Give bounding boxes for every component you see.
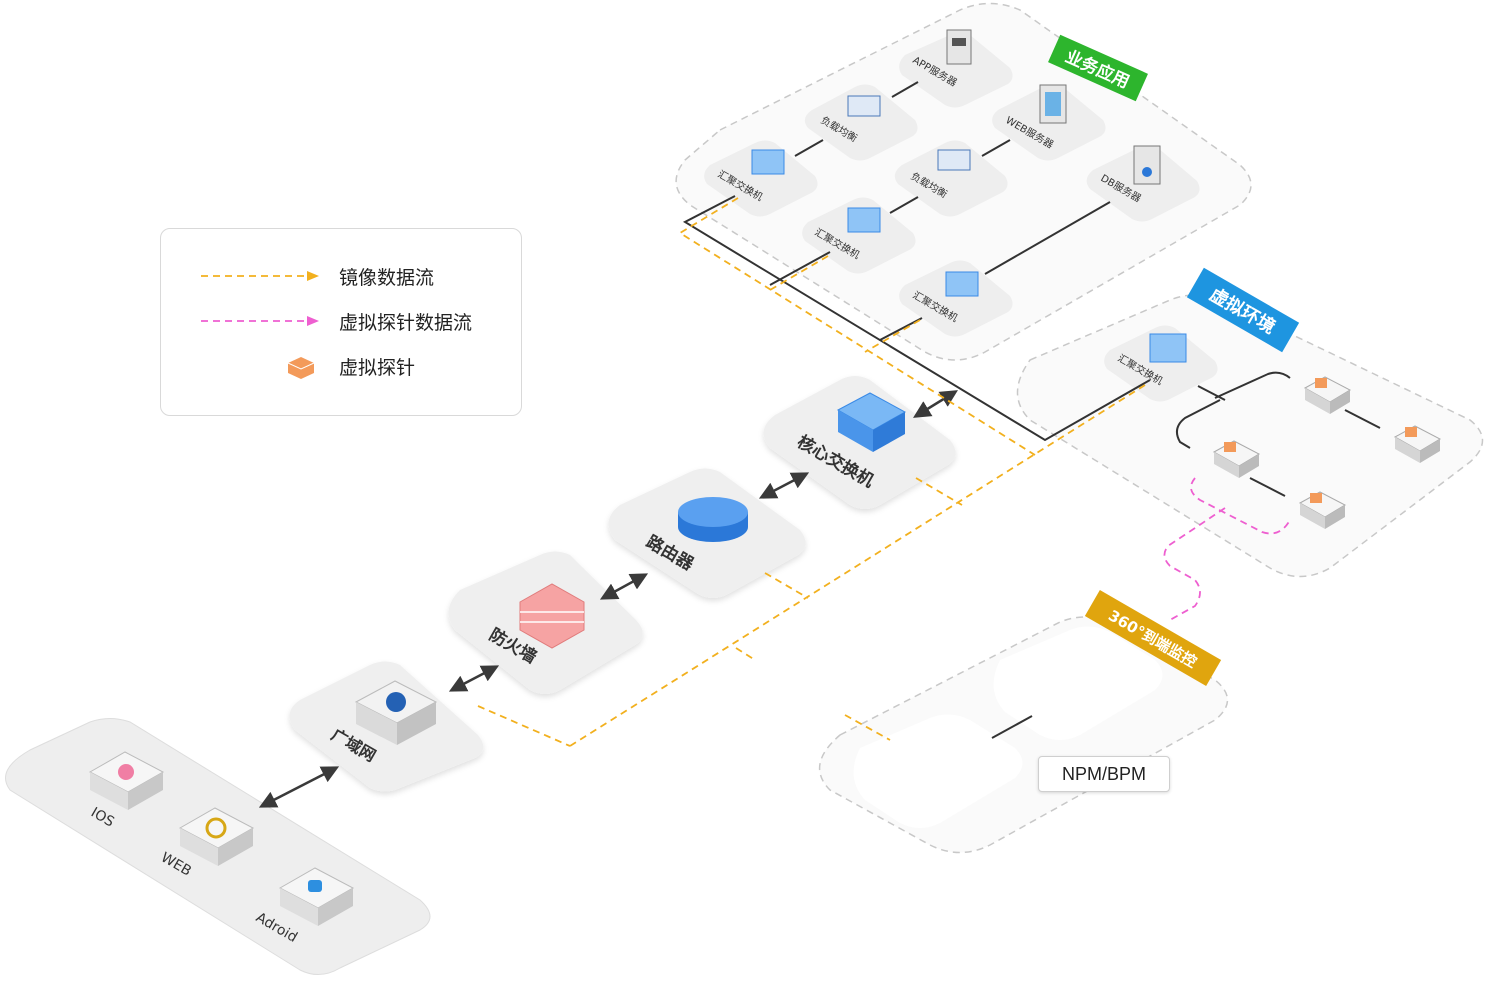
link-agg2-trunk	[769, 251, 831, 286]
probe-flow	[1163, 477, 1291, 621]
vm-host-3[interactable]	[1212, 440, 1261, 478]
app-server-icon	[946, 29, 972, 65]
legend-mirror-row: 镜像数据流	[161, 261, 434, 291]
agg3-icon	[945, 271, 979, 297]
legend-probe-label: 虚拟探针	[339, 356, 416, 379]
db-server-icon	[1133, 145, 1161, 185]
agg2-icon	[847, 207, 881, 233]
agg2-plate	[802, 197, 916, 274]
legend-probe-flow-swatch	[201, 306, 321, 336]
link-db-agg3	[984, 201, 1111, 275]
link-lb2-agg2	[889, 196, 919, 214]
vm-host-1[interactable]	[1303, 376, 1352, 414]
npm-bpm-label: NPM/BPM	[1061, 763, 1146, 784]
mirror-flow-core	[915, 477, 963, 506]
legend-probe-row: 虚拟探针	[161, 351, 415, 381]
probe-icon	[1310, 493, 1322, 503]
lb1-plate	[804, 84, 918, 161]
ios-device[interactable]	[88, 751, 165, 810]
legend-probe-flow-label: 虚拟探针数据流	[339, 311, 473, 334]
core-switch-device[interactable]	[836, 392, 907, 452]
mirror-flow-main	[844, 714, 891, 741]
arrow-firewall-router	[599, 573, 649, 600]
globe-icon	[386, 692, 406, 712]
agg1-icon	[751, 149, 785, 175]
lb2-icon	[937, 149, 971, 171]
link-agg3-trunk	[879, 317, 923, 341]
vm-host-4[interactable]	[1298, 491, 1347, 529]
legend-probe-flow-row: 虚拟探针数据流	[161, 306, 472, 336]
link-virtual-bus	[1175, 371, 1381, 497]
link-web-lb2	[981, 139, 1011, 157]
arrow-router-core	[758, 472, 810, 499]
mirror-flow-router	[764, 572, 809, 599]
link-vagg-vm	[1197, 385, 1226, 401]
arrow-core-agg	[913, 390, 958, 418]
virtual-agg-plate	[1104, 325, 1218, 402]
agg3-plate	[899, 260, 1013, 337]
firewall-device[interactable]	[519, 583, 585, 649]
npm-bpm-box: NPM/BPM	[1038, 756, 1170, 792]
probe-icon	[1315, 378, 1327, 388]
monitor-platform-2	[853, 714, 1023, 828]
ie-browser-icon	[205, 817, 227, 839]
mirror-flow-agg3	[864, 319, 921, 353]
lb1-icon	[847, 95, 881, 117]
virtual-agg-icon	[1149, 333, 1187, 363]
legend: 镜像数据流 虚拟探针数据流 虚拟探针	[160, 228, 522, 416]
mirror-flow-trunk	[569, 384, 1146, 747]
arrow-client-wan	[258, 766, 340, 808]
mirror-flow-wan	[477, 705, 571, 747]
legend-mirror-swatch	[201, 261, 321, 291]
probe-icon	[1224, 442, 1236, 452]
web-server-icon	[1039, 84, 1067, 124]
android-icon	[308, 880, 322, 892]
wan-device[interactable]	[354, 680, 438, 745]
router-device[interactable]	[678, 497, 748, 542]
vm-host-2[interactable]	[1393, 425, 1442, 463]
lb2-plate	[894, 140, 1008, 217]
probe-icon	[1405, 427, 1417, 437]
app-server-plate	[899, 32, 1013, 108]
link-app-lb1	[891, 81, 919, 98]
monitor-platform-1	[993, 626, 1163, 740]
arrow-wan-firewall	[448, 665, 500, 692]
mirror-flow-firewall	[735, 647, 756, 661]
legend-probe-swatch	[201, 351, 321, 381]
link-agg1-trunk	[682, 195, 1151, 442]
legend-mirror-label: 镜像数据流	[339, 266, 435, 289]
probe-icon	[288, 357, 314, 379]
apple-icon	[118, 764, 134, 780]
link-monitor	[991, 715, 1033, 739]
android-device[interactable]	[278, 867, 355, 926]
link-lb1-agg1	[794, 139, 824, 157]
web-device[interactable]	[178, 807, 255, 866]
